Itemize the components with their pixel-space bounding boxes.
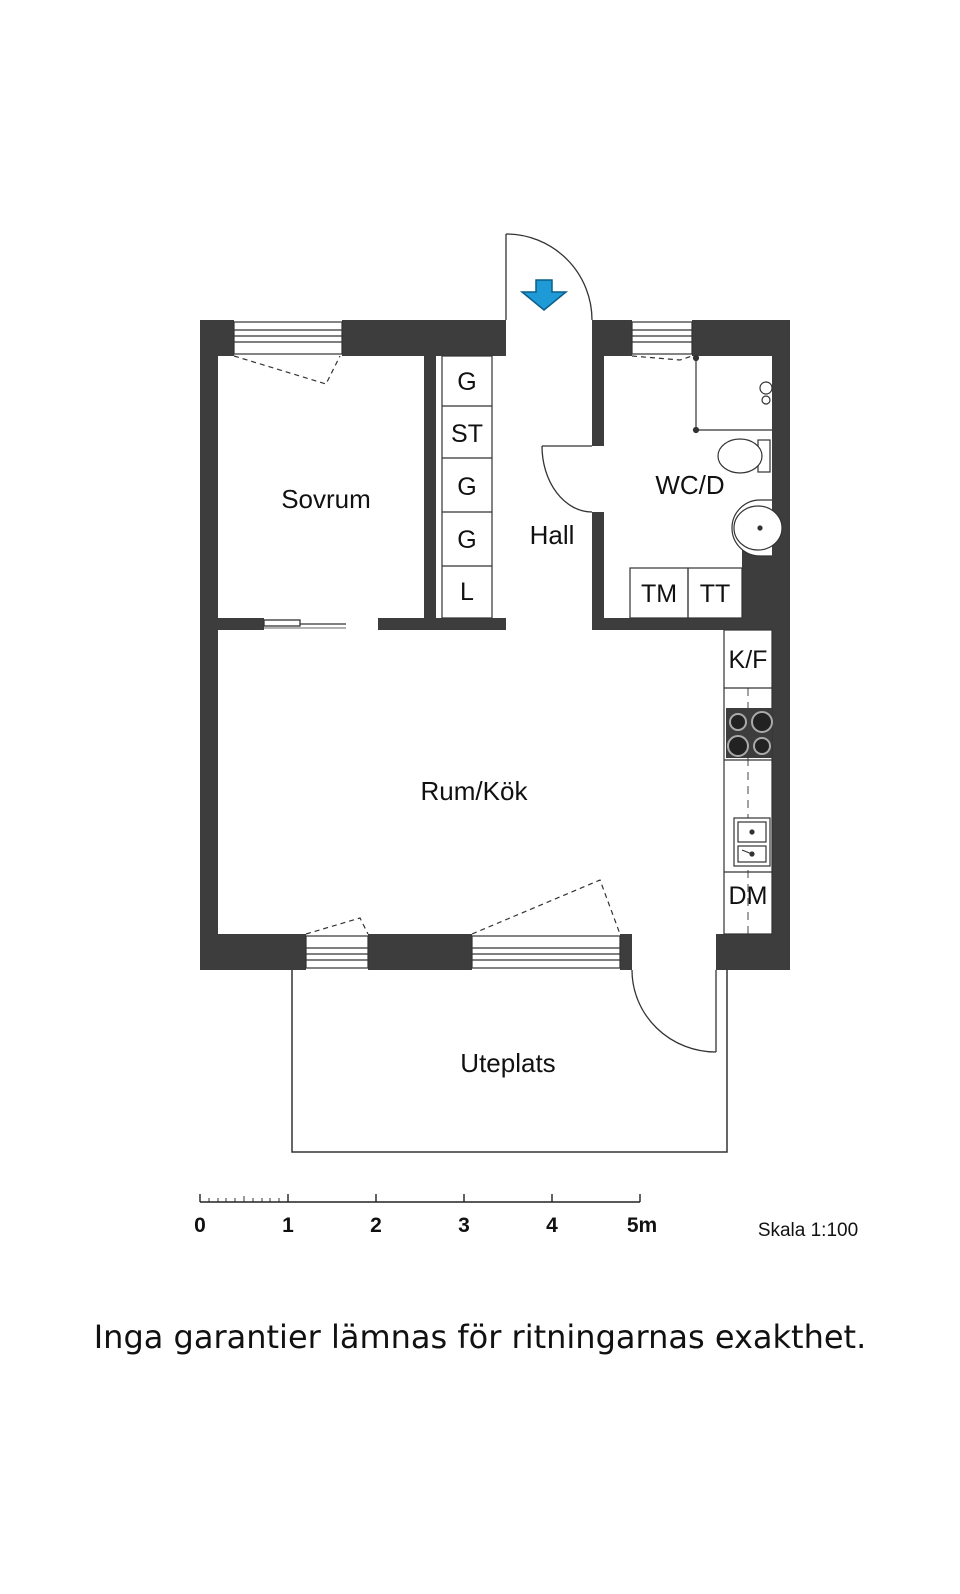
- label-kf: K/F: [729, 646, 768, 674]
- scale-tick-label: 0: [194, 1214, 206, 1237]
- room-label-hall: Hall: [530, 520, 575, 550]
- label-tt: TT: [700, 580, 731, 608]
- room-label-rum-kok: Rum/Kök: [421, 776, 529, 806]
- windows: [233, 321, 693, 969]
- closet-label: ST: [451, 420, 483, 448]
- washbasin-icon: [731, 499, 783, 557]
- hob-icon: [726, 708, 773, 758]
- label-tm: TM: [641, 580, 677, 608]
- scale-tick-label: 3: [458, 1214, 470, 1237]
- terrace: [291, 970, 728, 1153]
- disclaimer-text: Inga garantier lämnas för ritningarnas e…: [93, 1318, 867, 1356]
- scale-tick-label: 1: [282, 1214, 294, 1237]
- closet-label: G: [457, 473, 476, 501]
- window-openings: [233, 355, 693, 935]
- entrance-arrow-icon: [519, 279, 569, 311]
- inner-walls: [218, 344, 772, 630]
- scale-tick-label: 2: [370, 1214, 382, 1237]
- label-dm: DM: [729, 882, 768, 910]
- scale-ratio-label: Skala 1:100: [758, 1220, 858, 1241]
- closet-label: G: [457, 368, 476, 396]
- sink-icon: [733, 817, 771, 867]
- doors: [263, 233, 717, 1053]
- scale-tick-label: 5m: [627, 1214, 657, 1237]
- scale-tick-label: 4: [546, 1214, 558, 1237]
- scale-bar: [199, 1194, 641, 1203]
- shower-head-icon: [759, 381, 773, 405]
- closet-label: L: [460, 578, 474, 606]
- room-label-uteplats: Uteplats: [460, 1048, 555, 1078]
- outer-walls: [200, 320, 790, 970]
- closet-column: [441, 355, 493, 619]
- room-label-sovrum: Sovrum: [281, 484, 371, 514]
- kitchen-row: [723, 629, 773, 935]
- wc-fixtures: [629, 354, 783, 619]
- toilet-icon: [717, 438, 771, 474]
- room-label-wc: WC/D: [655, 470, 724, 500]
- closet-label: G: [457, 526, 476, 554]
